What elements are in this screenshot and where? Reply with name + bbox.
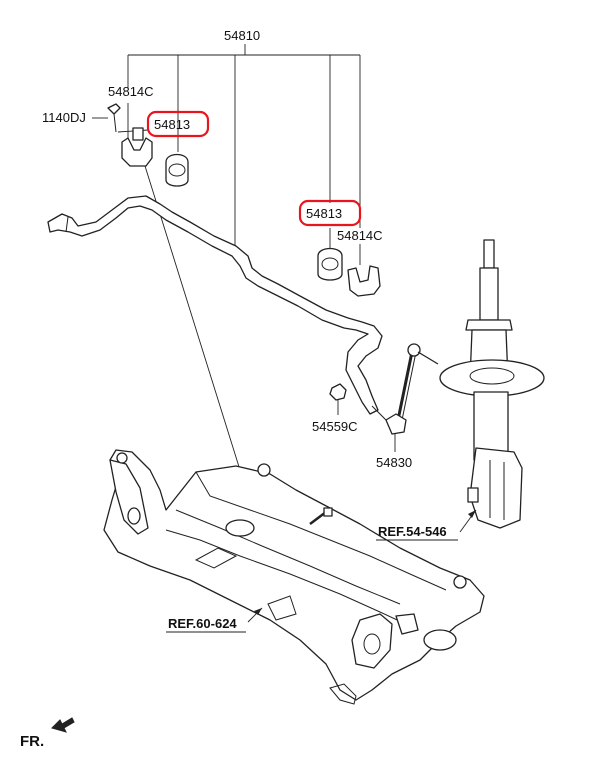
label-54813-left: 54813 [154, 117, 190, 132]
label-ref-54-546: REF.54-546 [378, 524, 447, 539]
label-54813-right: 54813 [306, 206, 342, 221]
leader-lines [92, 117, 396, 471]
stabilizer-bar [47, 195, 383, 415]
right-bushing-group [317, 247, 381, 297]
label-1140dj: 1140DJ [42, 110, 86, 125]
left-bushing-group [107, 103, 189, 187]
nut-part [329, 383, 347, 401]
stabilizer-link [371, 343, 439, 435]
assembly-bracket-lines [127, 44, 361, 245]
highlight-54813-right [298, 199, 362, 227]
label-54814c-right: 54814C [337, 228, 383, 243]
strut-assembly [439, 239, 545, 529]
highlight-54813-left [146, 110, 210, 138]
label-54830: 54830 [376, 455, 412, 470]
reference-arrows [247, 509, 477, 623]
label-front: FR. [20, 733, 44, 750]
label-54810: 54810 [224, 28, 260, 43]
front-arrow-icon [51, 717, 75, 733]
label-54814c-left: 54814C [108, 84, 154, 99]
label-54559c: 54559C [312, 419, 358, 434]
label-ref-60-624: REF.60-624 [168, 616, 237, 631]
subframe [103, 449, 485, 705]
